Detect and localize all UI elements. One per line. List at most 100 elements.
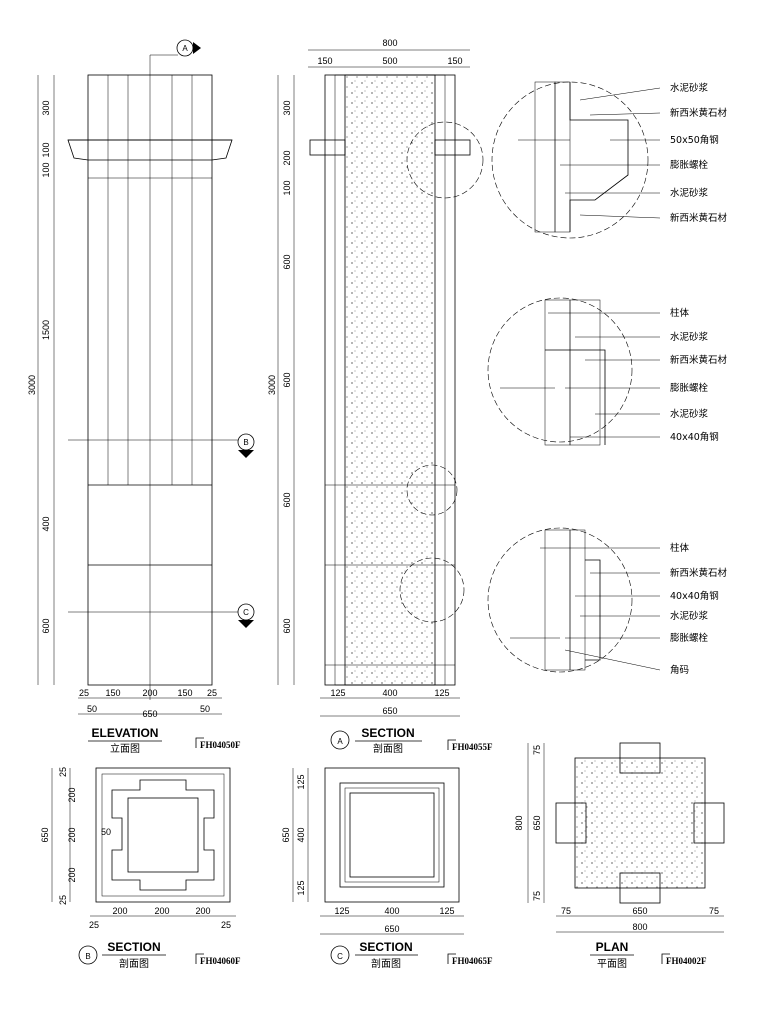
plan-dim-b: 75 [561,906,571,916]
plan-code: FH04002F [666,956,707,966]
sec-a-dim-v: 600 [282,254,292,269]
plan-total-v: 800 [514,815,524,830]
detail-1: 水泥砂浆 新西米黄石材 50x50角钢 膨胀螺栓 水泥砂浆 新西米黄石材 [491,81,728,239]
plan-title: PLAN [596,940,629,954]
elev-dim-b: 25 [207,688,217,698]
elev-marker-b: B [243,438,248,447]
detail-2-label: 膨胀螺栓 [670,382,709,394]
sec-a-dim-v: 600 [282,618,292,633]
elev-dim-b2: 650 [142,709,157,719]
sec-b-total: 650 [40,827,50,842]
sec-a-dim-v: 600 [282,492,292,507]
detail-2-label: 新西米黄石材 [670,354,728,366]
plan-view: 800 75 650 75 75 650 75 800 PLAN 平面图 FH0… [514,742,725,970]
detail-1-label: 新西米黄石材 [670,107,728,119]
elev-marker-c: C [243,608,249,617]
section-a-view: 800 150 500 150 3000 300 200 100 600 600… [267,38,493,755]
elev-code: FH04050F [200,740,241,750]
sec-a-marker: A [337,737,343,746]
sec-a-total-height: 3000 [267,375,277,395]
elev-dim-v: 300 [41,100,51,115]
elev-dim-b2: 50 [200,704,210,714]
sec-b-dim-b: 200 [195,906,210,916]
elev-dim-b: 150 [177,688,192,698]
section-b-view: 650 25 200 200 200 25 50 25 200 200 200 … [40,767,241,970]
plan-dim-l: 75 [532,891,542,901]
sec-a-dim-b: 400 [382,688,397,698]
sec-b-dim-l: 200 [67,827,77,842]
detail-2-label: 柱体 [670,307,690,319]
detail-2: 柱体 水泥砂浆 新西米黄石材 膨胀螺栓 水泥砂浆 40x40角钢 [487,297,728,446]
sec-c-dim-l: 125 [296,880,306,895]
sec-b-subtitle: 剖面图 [119,957,149,970]
sec-c-total-b: 650 [384,924,399,934]
elev-dim-b: 150 [105,688,120,698]
section-c-view: 650 125 400 125 125 400 125 650 C SECTIO… [281,767,493,970]
detail-3-label: 柱体 [670,542,690,554]
plan-dim-b: 650 [632,906,647,916]
elev-dim-b: 200 [142,688,157,698]
sec-a-dim-v: 100 [282,180,292,195]
elev-dim-v: 100 [41,162,51,177]
sec-b-dim-b: 200 [154,906,169,916]
sec-b-dim-l: 25 [58,895,68,905]
detail-2-label: 水泥砂浆 [670,331,709,343]
elev-subtitle: 立面图 [110,742,140,755]
elev-marker-a: A [182,44,188,53]
detail-2-label: 40x40角钢 [670,431,719,443]
sec-c-subtitle: 剖面图 [371,957,401,970]
detail-1-label: 50x50角钢 [670,134,719,146]
plan-dim-b: 75 [709,906,719,916]
sec-b-marker: B [85,952,90,961]
elev-dim-v: 400 [41,516,51,531]
sec-a-title: SECTION [361,726,414,740]
sec-a-dim-top: 500 [382,56,397,66]
sec-a-dim-v: 300 [282,100,292,115]
sec-a-dim-b: 125 [330,688,345,698]
sec-a-dim-v: 200 [282,150,292,165]
sec-c-title: SECTION [359,940,412,954]
sec-a-dim-v: 600 [282,372,292,387]
detail-3-label: 40x40角钢 [670,590,719,602]
elevation-view: A B C 3000 300 100 100 1500 400 600 25 1… [27,39,255,755]
plan-total-b: 800 [632,922,647,932]
sec-c-code: FH04065F [452,956,493,966]
plan-dim-l: 650 [532,815,542,830]
sec-a-code: FH04055F [452,742,493,752]
sec-c-marker: C [337,952,343,961]
sec-c-total: 650 [281,827,291,842]
detail-2-label: 水泥砂浆 [670,408,709,420]
sec-a-dim-b: 125 [434,688,449,698]
detail-1-label: 膨胀螺栓 [670,159,709,171]
elev-dim-b2: 50 [87,704,97,714]
detail-3: 柱体 新西米黄石材 40x40角钢 水泥砂浆 膨胀螺栓 角码 [487,527,728,676]
detail-3-label: 膨胀螺栓 [670,632,709,644]
detail-1-label: 水泥砂浆 [670,82,709,94]
detail-1-label: 水泥砂浆 [670,187,709,199]
sec-c-dim-b: 125 [334,906,349,916]
detail-3-label: 角码 [670,664,689,676]
sec-b-dim-l: 25 [58,767,68,777]
sec-b-dim-l: 200 [67,867,77,882]
elev-total-height: 3000 [27,375,37,395]
detail-3-label: 新西米黄石材 [670,567,728,579]
sec-c-dim-b: 400 [384,906,399,916]
sec-a-subtitle: 剖面图 [373,742,403,755]
plan-dim-l: 75 [532,745,542,755]
elev-dim-v: 1500 [41,320,51,340]
sec-a-dim-top: 800 [382,38,397,48]
sec-a-dim-top: 150 [447,56,462,66]
elev-dim-b: 25 [79,688,89,698]
sec-b-dim-b: 200 [112,906,127,916]
sec-a-dim-top: 150 [317,56,332,66]
sec-c-dim-l: 400 [296,827,306,842]
sec-b-inner: 50 [101,827,111,837]
plan-subtitle: 平面图 [597,958,627,970]
sec-a-dim-total: 650 [382,706,397,716]
sec-b-code: FH04060F [200,956,241,966]
detail-1-label: 新西米黄石材 [670,212,728,224]
detail-3-label: 水泥砂浆 [670,610,709,622]
sec-b-dim-b: 25 [89,920,99,930]
sec-c-dim-b: 125 [439,906,454,916]
